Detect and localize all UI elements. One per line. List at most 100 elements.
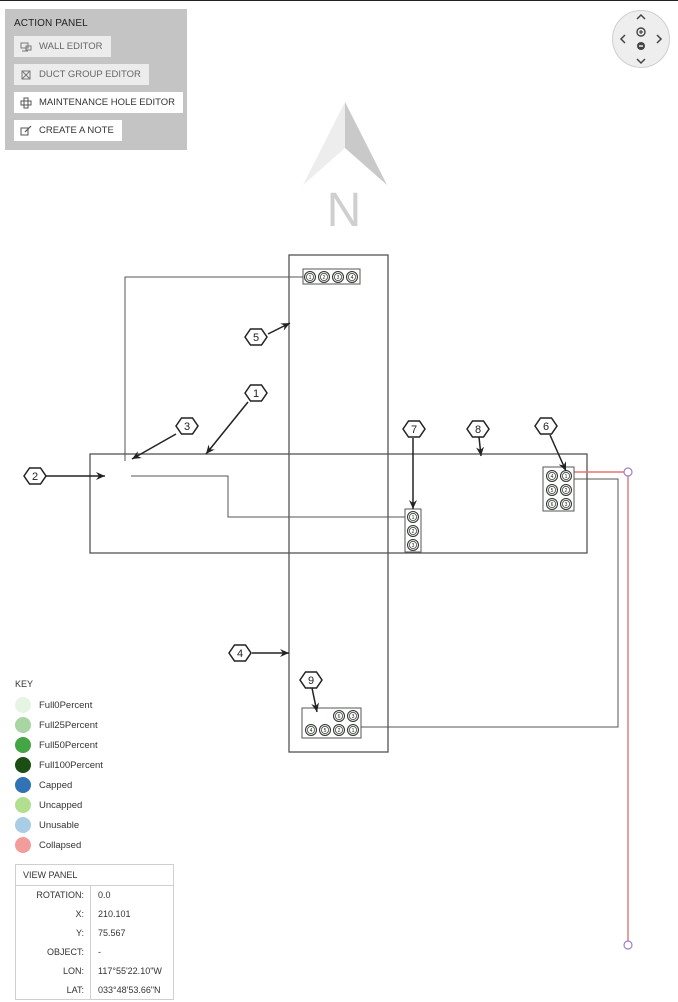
duct-label: 4 — [551, 474, 554, 480]
duct[interactable]: 3 — [560, 498, 572, 510]
navigation-control[interactable] — [612, 10, 670, 68]
maintenance-hole-icon — [20, 97, 32, 108]
view-panel-label: Y: — [16, 924, 91, 943]
duct-label: 3 — [412, 543, 415, 549]
conduit-lines — [124, 276, 619, 728]
route-node[interactable] — [623, 467, 633, 477]
maintenance-hole-editor-button[interactable]: MAINTENANCE HOLE EDITOR — [14, 92, 184, 113]
north-arrow-icon: N — [303, 102, 387, 237]
view-panel-value: 033°48'53.66"N — [98, 985, 161, 995]
duct-label: 1 — [565, 474, 568, 480]
duct-group-right[interactable]: 4 1 5 2 6 3 — [542, 466, 575, 512]
duct[interactable]: 3 — [332, 271, 344, 283]
create-note-button[interactable]: CREATE A NOTE — [14, 120, 122, 141]
duct[interactable]: 4 — [546, 470, 558, 482]
legend-label: Capped — [39, 779, 73, 791]
callout-3[interactable]: 3 — [175, 417, 199, 435]
duct[interactable]: 2 — [318, 271, 330, 283]
view-panel-label: LAT: — [16, 981, 91, 1000]
pan-up-icon[interactable] — [636, 13, 646, 20]
external-route[interactable] — [562, 467, 633, 950]
pan-left-icon[interactable] — [619, 34, 626, 44]
callout-6[interactable]: 6 — [534, 417, 558, 435]
maintenance-hole-walls[interactable] — [89, 254, 588, 753]
legend-item: Full50Percent — [15, 735, 103, 755]
legend-title: KEY — [15, 679, 34, 689]
vertical-wall[interactable] — [288, 254, 389, 753]
view-panel-value: - — [98, 947, 101, 957]
duct[interactable]: 2 — [407, 525, 419, 537]
view-panel-label: ROTATION: — [16, 886, 91, 905]
legend-label: Uncapped — [39, 799, 83, 811]
duct[interactable]: 5 — [319, 724, 331, 736]
duct-label: 2 — [565, 488, 568, 494]
pan-right-icon[interactable] — [656, 34, 663, 44]
callout-label: 6 — [543, 421, 549, 433]
view-panel-row: ROTATION:0.0 — [16, 886, 173, 905]
duct[interactable]: 6 — [333, 710, 345, 722]
legend-label: Full0Percent — [39, 699, 93, 711]
duct[interactable]: 1 — [304, 271, 316, 283]
legend-swatch — [15, 837, 31, 853]
duct-label: 3 — [352, 714, 355, 720]
legend-swatch — [15, 817, 31, 833]
horizontal-wall[interactable] — [89, 453, 588, 554]
legend-swatch — [15, 737, 31, 753]
callout-label: 2 — [32, 471, 38, 483]
callout-5[interactable]: 5 — [244, 328, 268, 346]
duct-label: 6 — [338, 714, 341, 720]
pan-down-icon[interactable] — [636, 58, 646, 65]
callout-labels[interactable]: 1 2 3 4 5 6 7 8 9 — [23, 328, 558, 689]
duct[interactable]: 1 — [407, 511, 419, 523]
callout-label: 7 — [411, 424, 417, 436]
legend-item: Uncapped — [15, 795, 103, 815]
duct[interactable]: 2 — [333, 724, 345, 736]
zoom-out-icon[interactable] — [637, 42, 645, 50]
duct[interactable]: 6 — [546, 498, 558, 510]
create-note-label: CREATE A NOTE — [39, 125, 114, 136]
duct-label: 3 — [565, 502, 568, 508]
duct[interactable]: 4 — [346, 271, 358, 283]
callout-4[interactable]: 4 — [228, 644, 252, 662]
callout-label: 9 — [308, 675, 314, 687]
callout-2[interactable]: 2 — [23, 467, 47, 485]
duct-group-editor-label: DUCT GROUP EDITOR — [39, 69, 141, 80]
duct-label: 6 — [551, 502, 554, 508]
duct[interactable]: 5 — [546, 484, 558, 496]
callout-label: 5 — [253, 332, 259, 344]
wall-editor-button[interactable]: WALL EDITOR — [14, 36, 111, 57]
legend-swatch — [15, 777, 31, 793]
duct-group-middle[interactable]: 1 2 3 — [404, 508, 422, 553]
duct[interactable]: 2 — [560, 484, 572, 496]
callout-label: 1 — [253, 388, 259, 400]
zoom-in-icon[interactable] — [636, 27, 646, 37]
route-node[interactable] — [623, 940, 633, 950]
note-icon — [20, 125, 32, 135]
view-panel-row: Y:75.567 — [16, 924, 173, 943]
view-panel-value: 117°55'22.10"W — [98, 966, 162, 976]
callout-9[interactable]: 9 — [299, 671, 323, 689]
duct-group-icon — [21, 70, 31, 79]
duct-label: 4 — [310, 728, 313, 734]
callout-8[interactable]: 8 — [466, 420, 490, 438]
duct-label: 2 — [323, 275, 326, 281]
duct[interactable]: 4 — [305, 724, 317, 736]
view-panel-label: X: — [16, 905, 91, 924]
duct-group-editor-button[interactable]: DUCT GROUP EDITOR — [14, 64, 149, 85]
duct[interactable]: 1 — [560, 470, 572, 482]
duct[interactable]: 3 — [407, 539, 419, 551]
duct[interactable]: 1 — [347, 724, 359, 736]
callout-1[interactable]: 1 — [244, 384, 268, 402]
callout-7[interactable]: 7 — [402, 420, 426, 438]
duct-label: 1 — [309, 275, 312, 281]
legend-swatch — [15, 757, 31, 773]
duct-label: 1 — [412, 515, 415, 521]
duct[interactable]: 3 — [347, 710, 359, 722]
north-label: N — [327, 184, 362, 237]
duct-label: 3 — [337, 275, 340, 281]
callout-label: 4 — [237, 648, 243, 660]
